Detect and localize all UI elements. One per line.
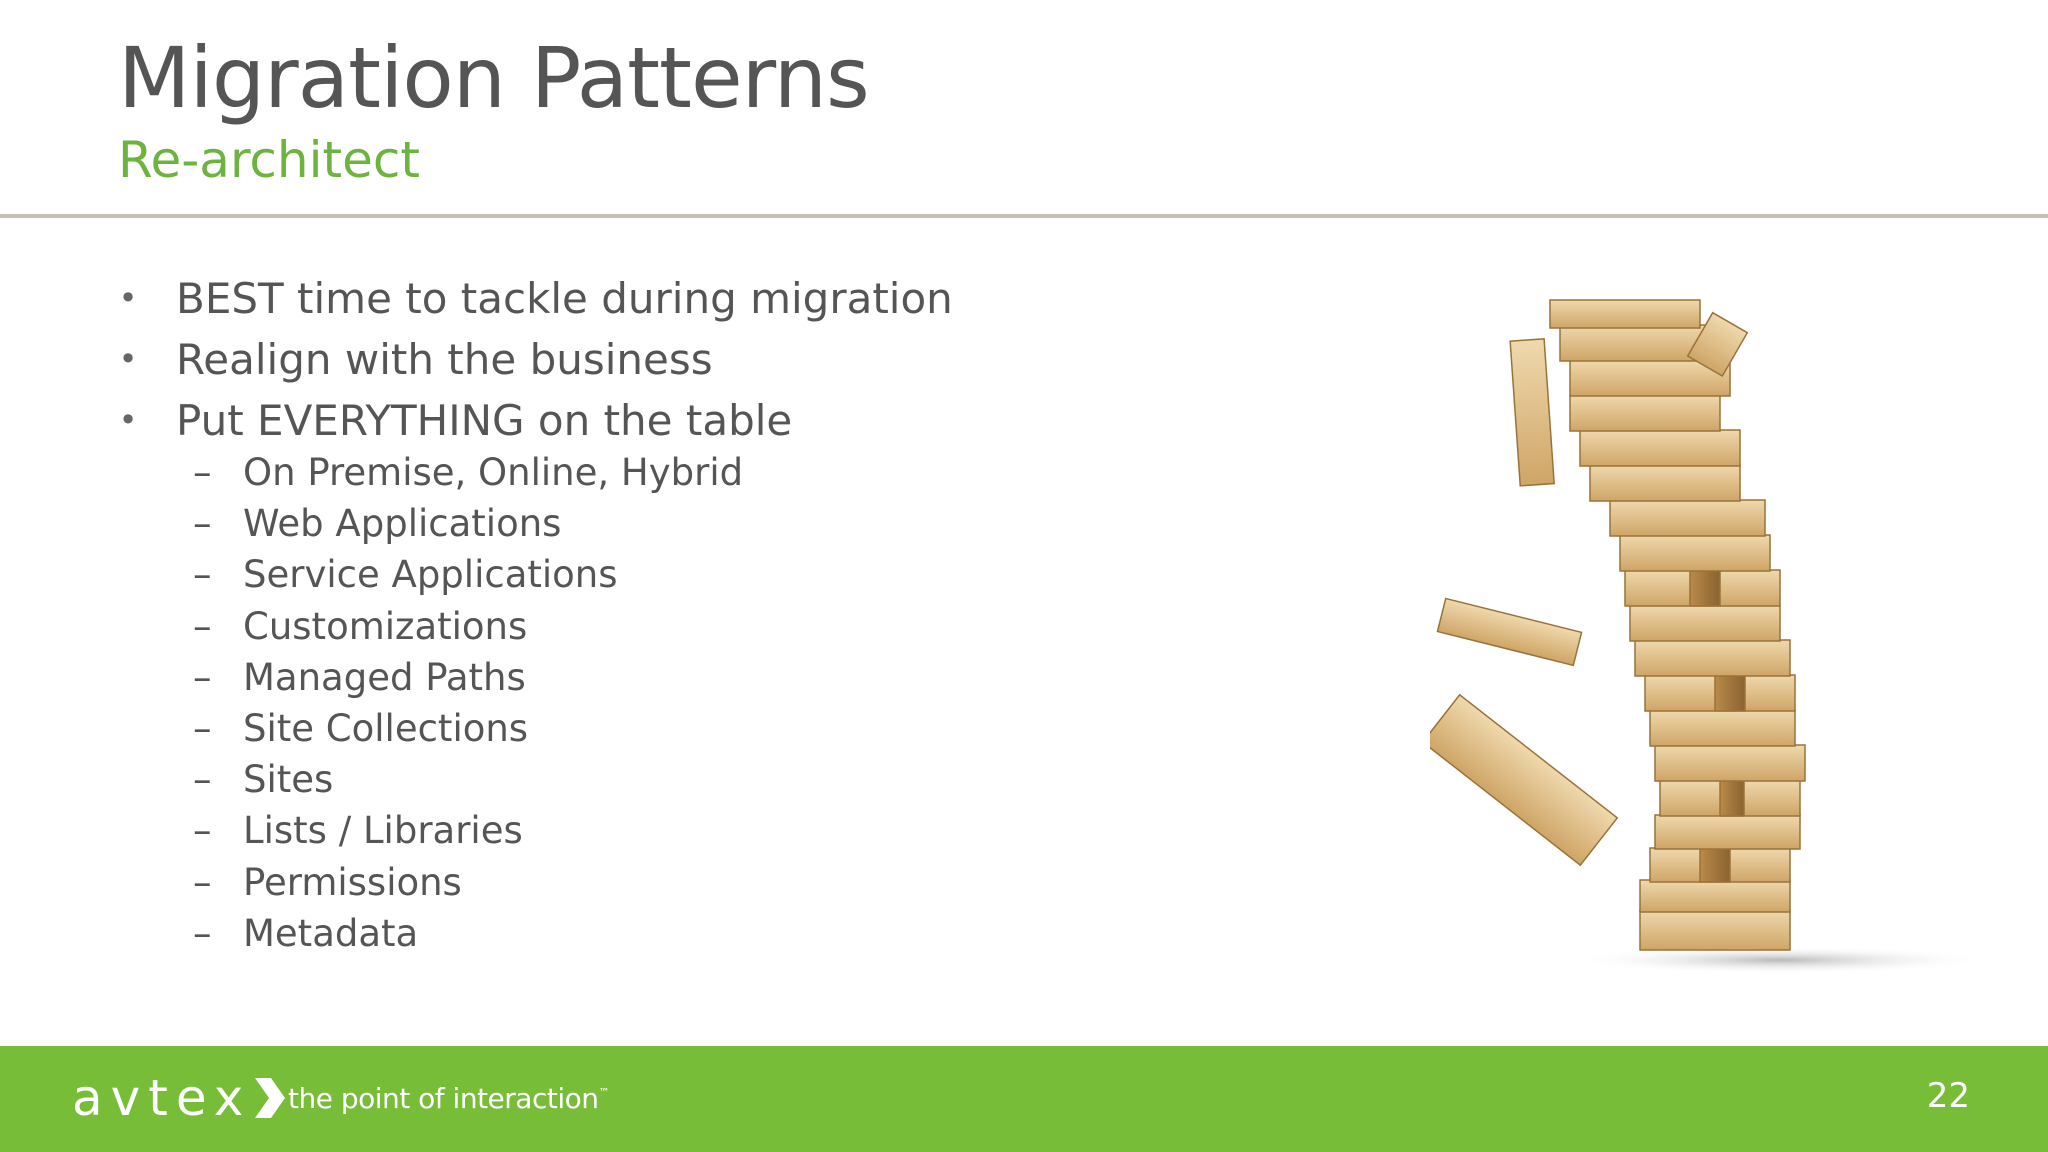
dash-icon: –: [193, 451, 212, 494]
sub-bullet-item: –Customizations: [193, 601, 743, 652]
sub-bullet-text: Lists / Libraries: [243, 809, 523, 853]
dash-icon: –: [193, 502, 212, 546]
sub-bullet-text: Site Collections: [243, 707, 529, 751]
sub-bullet-text: Web Applications: [243, 502, 562, 546]
footer-bar: avtex the point of interaction™ 22: [0, 1046, 2048, 1152]
sub-bullet-text: Sites: [243, 758, 334, 802]
tagline-text: the point of interaction: [288, 1082, 599, 1115]
sub-bullet-text: Metadata: [243, 911, 419, 955]
bullet-text: Put EVERYTHING on the table: [176, 396, 793, 445]
sub-bullet-item: –Lists / Libraries: [193, 805, 743, 856]
dash-icon: –: [193, 655, 212, 699]
page-number: 22: [1926, 1076, 1970, 1116]
logo-text: avtex: [72, 1069, 252, 1127]
sub-bullet-text: Service Applications: [243, 553, 618, 597]
dash-icon: –: [193, 604, 212, 648]
dash-icon: –: [193, 860, 212, 904]
bullet-list: • BEST time to tackle during migration •…: [118, 268, 953, 451]
dash-icon: –: [193, 911, 212, 955]
sub-bullet-item: –Sites: [193, 754, 743, 805]
bullet-item: • BEST time to tackle during migration: [118, 268, 953, 329]
bullet-icon: •: [118, 401, 138, 439]
bullet-icon: •: [118, 279, 138, 317]
jenga-tower-image: [1430, 299, 1970, 974]
sub-bullet-text: Customizations: [243, 604, 528, 648]
sub-bullet-text: On Premise, Online, Hybrid: [243, 451, 744, 494]
header-divider: [0, 214, 2048, 218]
sub-bullet-item: –Web Applications: [193, 498, 743, 549]
sub-bullet-item: –On Premise, Online, Hybrid: [193, 447, 743, 498]
dash-icon: –: [193, 809, 212, 853]
bullet-text: Realign with the business: [176, 335, 713, 384]
dash-icon: –: [193, 707, 212, 751]
chevron-right-icon: [255, 1078, 286, 1118]
slide-subtitle: Re-architect: [118, 131, 420, 189]
slide-title: Migration Patterns: [118, 29, 870, 127]
bullet-item: • Realign with the business: [118, 329, 953, 390]
sub-bullet-text: Permissions: [243, 860, 462, 904]
dash-icon: –: [193, 553, 212, 597]
sub-bullet-list: –On Premise, Online, Hybrid –Web Applica…: [193, 447, 743, 959]
footer-tagline: the point of interaction™: [288, 1082, 609, 1115]
sub-bullet-item: –Service Applications: [193, 549, 743, 600]
sub-bullet-item: –Permissions: [193, 857, 743, 908]
bullet-item: • Put EVERYTHING on the table: [118, 390, 953, 451]
trademark-mark: ™: [598, 1086, 609, 1099]
sub-bullet-item: –Metadata: [193, 908, 743, 959]
sub-bullet-item: –Managed Paths: [193, 652, 743, 703]
bullet-text: BEST time to tackle during migration: [176, 274, 953, 323]
sub-bullet-item: –Site Collections: [193, 703, 743, 754]
dash-icon: –: [193, 758, 212, 802]
sub-bullet-text: Managed Paths: [243, 655, 526, 699]
bullet-icon: •: [118, 340, 138, 378]
company-logo: avtex: [72, 1068, 287, 1128]
